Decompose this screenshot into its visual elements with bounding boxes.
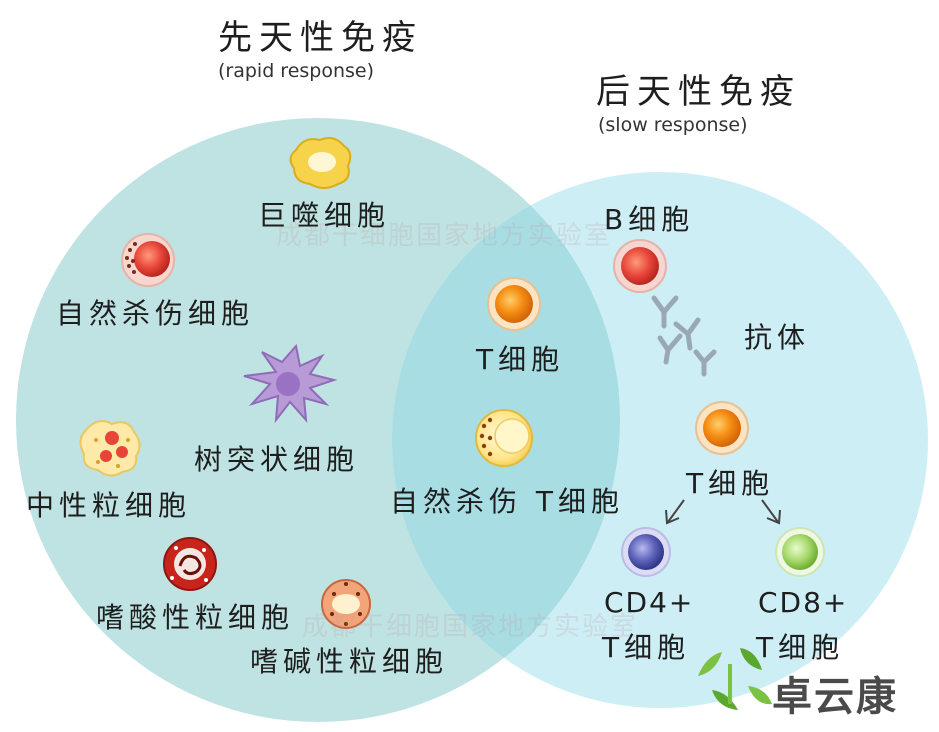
arrow-to-cd8-icon <box>761 499 781 525</box>
antibody-label: 抗体 <box>744 321 811 354</box>
neutrophil-icon <box>79 420 141 477</box>
adaptive-t-cell-label: T细胞 <box>686 467 775 500</box>
watermark-bottom: 成都干细胞国家地方实验室 <box>302 612 639 642</box>
nkt-cell-icon <box>475 409 533 467</box>
cd4-t-cell-icon <box>621 527 671 577</box>
innate-title: 先天性免疫 <box>218 18 423 58</box>
adaptive-subtitle: (slow response) <box>598 114 748 136</box>
watermark-top: 成都干细胞国家地方实验室 <box>276 221 613 251</box>
basophil-icon <box>321 579 371 629</box>
b-cell-icon <box>613 239 667 293</box>
overlap-t-cell-label: T细胞 <box>476 343 565 376</box>
antibody-icon <box>651 295 717 377</box>
dendritic-cell-label: 树突状细胞 <box>194 443 360 476</box>
eosinophil-label: 嗜酸性粒细胞 <box>96 601 295 634</box>
eosinophil-icon <box>163 537 217 591</box>
brand-logo-icon <box>698 648 772 710</box>
overlap-t-cell-icon <box>487 277 541 331</box>
macrophage-icon <box>289 137 352 189</box>
cd4-label: CD4+ <box>604 586 695 619</box>
basophil-label: 嗜碱性粒细胞 <box>250 645 449 678</box>
brand-name: 卓云康 <box>772 674 898 720</box>
nk-cell-icon <box>121 233 175 287</box>
nkt-cell-label: 自然杀伤 T细胞 <box>390 485 625 518</box>
macrophage-label: 巨噬细胞 <box>258 199 391 232</box>
neutrophil-label: 中性粒细胞 <box>26 489 192 522</box>
adaptive-title: 后天性免疫 <box>596 72 801 112</box>
dendritic-cell-icon <box>243 343 338 424</box>
cd8-t-cell-icon <box>775 527 825 577</box>
cd8-label: CD8+ <box>758 586 849 619</box>
b-cell-label: B细胞 <box>604 203 695 236</box>
adaptive-t-cell-icon <box>695 401 749 455</box>
nk-cell-label: 自然杀伤细胞 <box>56 297 255 330</box>
cd4-t-cell-label: T细胞 <box>602 631 691 664</box>
arrow-to-cd4-icon <box>665 499 685 525</box>
innate-subtitle: (rapid response) <box>218 60 375 82</box>
cd8-t-cell-label: T细胞 <box>756 631 845 664</box>
